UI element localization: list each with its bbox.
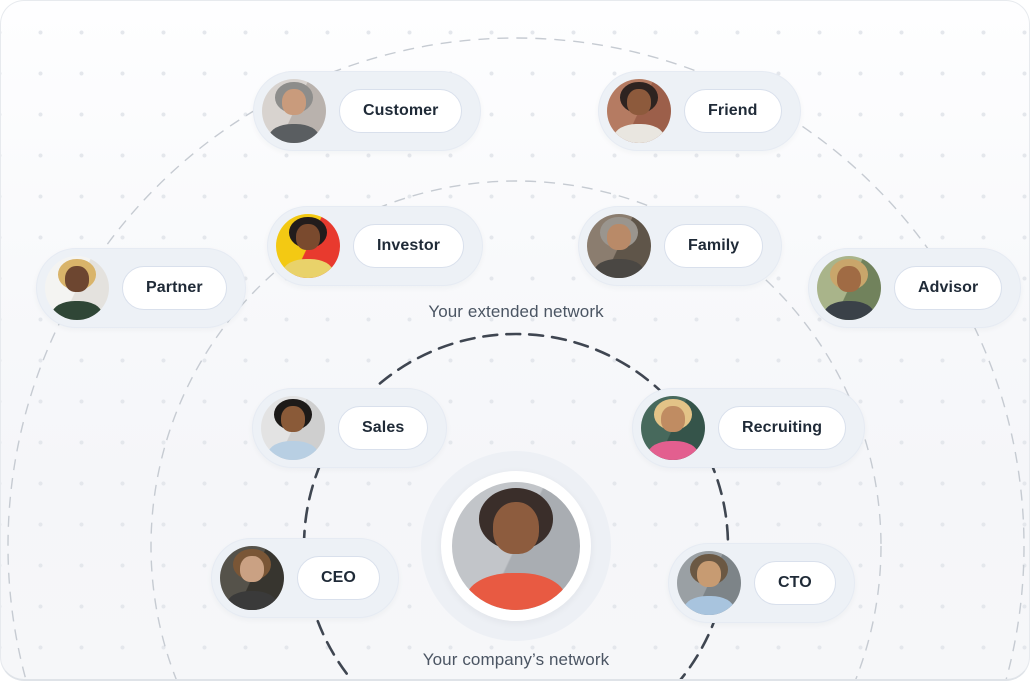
role-chip-family[interactable]: Family (664, 224, 764, 268)
role-chip-recruiting[interactable]: Recruiting (718, 406, 847, 450)
role-label: Customer (363, 102, 439, 119)
ceo-avatar (220, 546, 284, 610)
role-label: Sales (362, 419, 405, 436)
role-label: Family (688, 237, 740, 254)
role-label: Friend (708, 102, 758, 119)
extended-network-caption: Your extended network (428, 302, 604, 321)
role-chip-customer[interactable]: Customer (339, 89, 463, 133)
friend-avatar (607, 79, 671, 143)
family-avatar (587, 214, 651, 278)
role-label: Investor (377, 237, 441, 254)
contact-pill-customer[interactable]: Customer (253, 71, 482, 151)
role-chip-friend[interactable]: Friend (684, 89, 782, 133)
partner-avatar (45, 256, 109, 320)
investor-avatar (276, 214, 340, 278)
role-label: CEO (321, 569, 356, 586)
contact-pill-ceo[interactable]: CEO (211, 538, 399, 618)
cto-avatar (677, 551, 741, 615)
central-user-hub[interactable] (421, 451, 611, 641)
contact-pill-cto[interactable]: CTO (668, 543, 855, 623)
role-label: Partner (146, 279, 203, 296)
sales-avatar (261, 396, 325, 460)
contact-pill-advisor[interactable]: Advisor (808, 248, 1022, 328)
central-user-avatar (441, 471, 591, 621)
contact-pill-partner[interactable]: Partner (36, 248, 246, 328)
role-chip-ceo[interactable]: CEO (297, 556, 380, 600)
contact-pill-investor[interactable]: Investor (267, 206, 484, 286)
contact-pill-family[interactable]: Family (578, 206, 783, 286)
contact-pill-sales[interactable]: Sales (252, 388, 448, 468)
role-chip-advisor[interactable]: Advisor (894, 266, 1003, 310)
company-network-caption: Your company’s network (422, 650, 610, 669)
role-label: CTO (778, 574, 812, 591)
contact-pill-friend[interactable]: Friend (598, 71, 801, 151)
role-chip-sales[interactable]: Sales (338, 406, 429, 450)
role-label: Recruiting (742, 419, 823, 436)
outer-network-ring (7, 37, 1025, 679)
role-chip-cto[interactable]: CTO (754, 561, 836, 605)
recruiting-avatar (641, 396, 705, 460)
contact-pill-recruiting[interactable]: Recruiting (632, 388, 866, 468)
role-label: Advisor (918, 279, 979, 296)
customer-avatar (262, 79, 326, 143)
advisor-avatar (817, 256, 881, 320)
extended-network-ring (150, 180, 882, 679)
role-chip-partner[interactable]: Partner (122, 266, 227, 310)
role-chip-investor[interactable]: Investor (353, 224, 465, 268)
